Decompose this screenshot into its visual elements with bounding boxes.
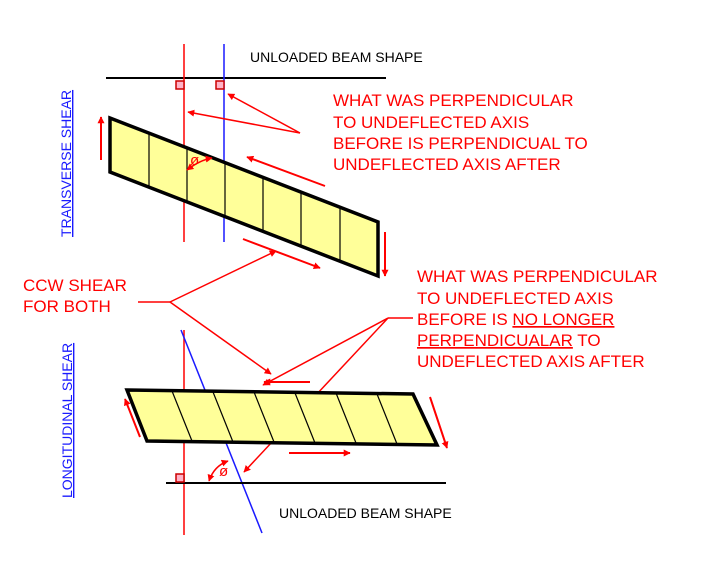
unloaded-beam-label-bottom: UNLOADED BEAM SHAPE <box>279 505 452 521</box>
ccw-leader-line <box>169 301 272 375</box>
svg-text:UNDEFLECTED AXIS AFTER: UNDEFLECTED AXIS AFTER <box>333 155 561 174</box>
shear-angle-arc <box>186 155 213 171</box>
leader-line <box>262 317 389 386</box>
note-no-longer-perpendicular: WHAT WAS PERPENDICULAR TO UNDEFLECTED AX… <box>417 267 658 371</box>
svg-text:WHAT WAS PERPENDICULAR: WHAT WAS PERPENDICULAR <box>417 267 658 286</box>
svg-text:WHAT WAS PERPENDICULAR: WHAT WAS PERPENDICULAR <box>333 91 574 110</box>
phi-symbol-bottom: ø <box>219 463 228 480</box>
note-perpendicular-after: WHAT WAS PERPENDICULAR TO UNDEFLECTED AX… <box>333 91 588 174</box>
svg-text:TO UNDEFLECTED AXIS: TO UNDEFLECTED AXIS <box>417 289 613 308</box>
shear-arrow <box>429 396 449 449</box>
shear-arrow <box>124 398 141 438</box>
ccw-shear-label: CCW SHEAR FOR BOTH <box>23 276 127 316</box>
longitudinal-shear-label: LONGITUDINAL SHEAR <box>59 343 75 498</box>
right-angle-marker <box>215 80 225 90</box>
svg-text:PERPENDICUALAR TO: PERPENDICUALAR TO <box>417 331 601 350</box>
shear-arrow <box>246 155 326 187</box>
right-angle-marker <box>175 473 185 483</box>
transverse-shear-label: TRANSVERSE SHEAR <box>58 90 74 237</box>
svg-text:UNDEFLECTED AXIS AFTER: UNDEFLECTED AXIS AFTER <box>417 352 645 371</box>
beam-section-lines <box>171 390 398 445</box>
shear-angle-arc <box>207 459 229 482</box>
svg-text:CCW SHEAR: CCW SHEAR <box>23 276 127 295</box>
svg-text:BEFORE IS PERPENDICUAL TO: BEFORE IS PERPENDICUAL TO <box>333 134 588 153</box>
unloaded-beam-label-top: UNLOADED BEAM SHAPE <box>250 49 423 65</box>
longitudinal-sheared-beam <box>124 388 440 447</box>
transverse-sheared-beam <box>108 115 380 279</box>
phi-symbol-top: ø <box>190 152 199 169</box>
ccw-leader-line <box>169 250 277 303</box>
right-angle-marker <box>175 80 185 90</box>
svg-text:FOR BOTH: FOR BOTH <box>23 297 111 316</box>
leader-line <box>187 109 301 134</box>
svg-text:TO UNDEFLECTED AXIS: TO UNDEFLECTED AXIS <box>333 113 529 132</box>
leader-line <box>227 93 301 134</box>
shear-arrow <box>242 238 321 270</box>
svg-text:BEFORE IS NO LONGER: BEFORE IS NO LONGER <box>417 310 614 329</box>
